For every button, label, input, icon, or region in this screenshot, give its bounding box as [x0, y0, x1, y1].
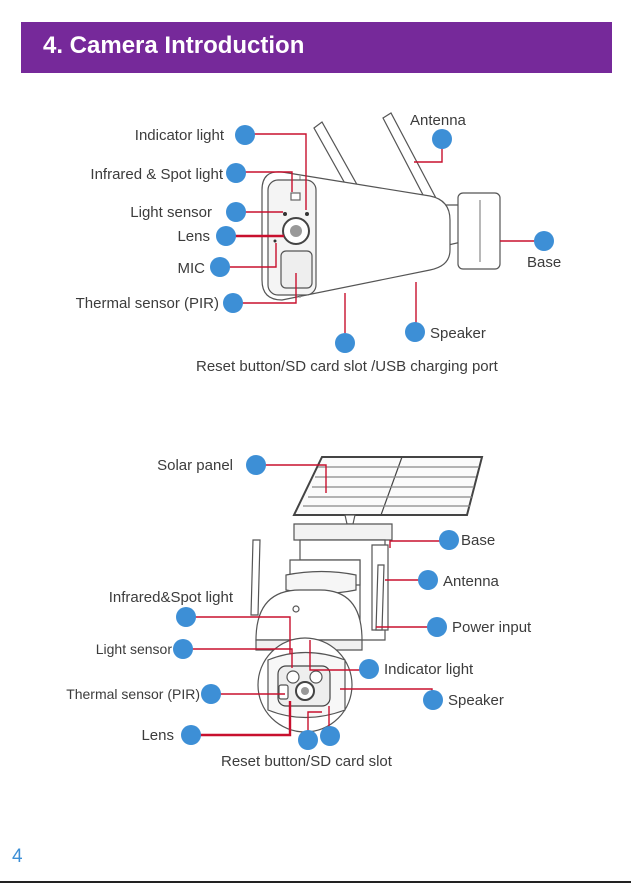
section-title: 4. Camera Introduction — [43, 32, 305, 59]
callout-dot — [359, 659, 379, 679]
callout-dot — [223, 293, 243, 313]
callout-dot — [405, 322, 425, 342]
section-header-bar: 4. Camera Introduction — [21, 22, 612, 73]
label-reset-sd: Reset button/SD card slot — [221, 753, 393, 770]
label-speaker: Speaker — [448, 692, 504, 709]
label-indicator-light: Indicator light — [384, 661, 474, 678]
callout-dot — [335, 333, 355, 353]
callout-dot — [418, 570, 438, 590]
label-mic: MIC — [178, 260, 206, 277]
callout-dot — [427, 617, 447, 637]
label-antenna: Antenna — [443, 573, 500, 590]
label-antenna: Antenna — [410, 112, 467, 129]
bullet-camera-illustration — [261, 112, 501, 301]
label-speaker: Speaker — [430, 325, 486, 342]
callout-dot — [173, 639, 193, 659]
label-thermal-sensor: Thermal sensor (PIR) — [76, 295, 219, 312]
diagram2-leader-lines — [185, 464, 449, 740]
label-lens: Lens — [177, 228, 210, 245]
label-thermal-sensor: Thermal sensor (PIR) — [66, 686, 200, 702]
callout-dot — [226, 163, 246, 183]
label-light-sensor: Light sensor — [96, 641, 173, 657]
label-infrared-spot-light: Infrared&Spot light — [109, 589, 234, 606]
label-light-sensor: Light sensor — [130, 204, 212, 221]
callout-dot — [534, 231, 554, 251]
callout-dot — [176, 607, 196, 627]
label-indicator-light: Indicator light — [135, 127, 225, 144]
diagram2-callout-dots — [173, 455, 459, 750]
callout-dot — [210, 257, 230, 277]
callout-dot — [201, 684, 221, 704]
label-solar-panel: Solar panel — [157, 457, 233, 474]
callout-dot — [246, 455, 266, 475]
bottom-rule — [0, 881, 631, 883]
label-power-input: Power input — [452, 619, 532, 636]
callout-dot — [439, 530, 459, 550]
ptz-camera-illustration — [250, 456, 484, 733]
page-number: 4 — [12, 846, 23, 867]
callout-dot — [181, 725, 201, 745]
label-infrared-spot-light: Infrared & Spot light — [90, 166, 223, 183]
label-base: Base — [527, 254, 561, 271]
callout-dot — [423, 690, 443, 710]
diagram1-labels: Indicator light Infrared & Spot light Li… — [76, 112, 562, 375]
label-base: Base — [461, 532, 495, 549]
callout-dot — [298, 730, 318, 750]
callout-dot — [235, 125, 255, 145]
callout-dot — [432, 129, 452, 149]
label-reset-port: Reset button/SD card slot /USB charging … — [196, 358, 499, 375]
callout-dot — [320, 726, 340, 746]
callout-dot — [216, 226, 236, 246]
diagram2-labels: Solar panel Base Antenna Infrared&Spot l… — [66, 457, 532, 770]
label-lens: Lens — [141, 727, 174, 744]
diagram1-callout-dots — [210, 125, 554, 353]
callout-dot — [226, 202, 246, 222]
